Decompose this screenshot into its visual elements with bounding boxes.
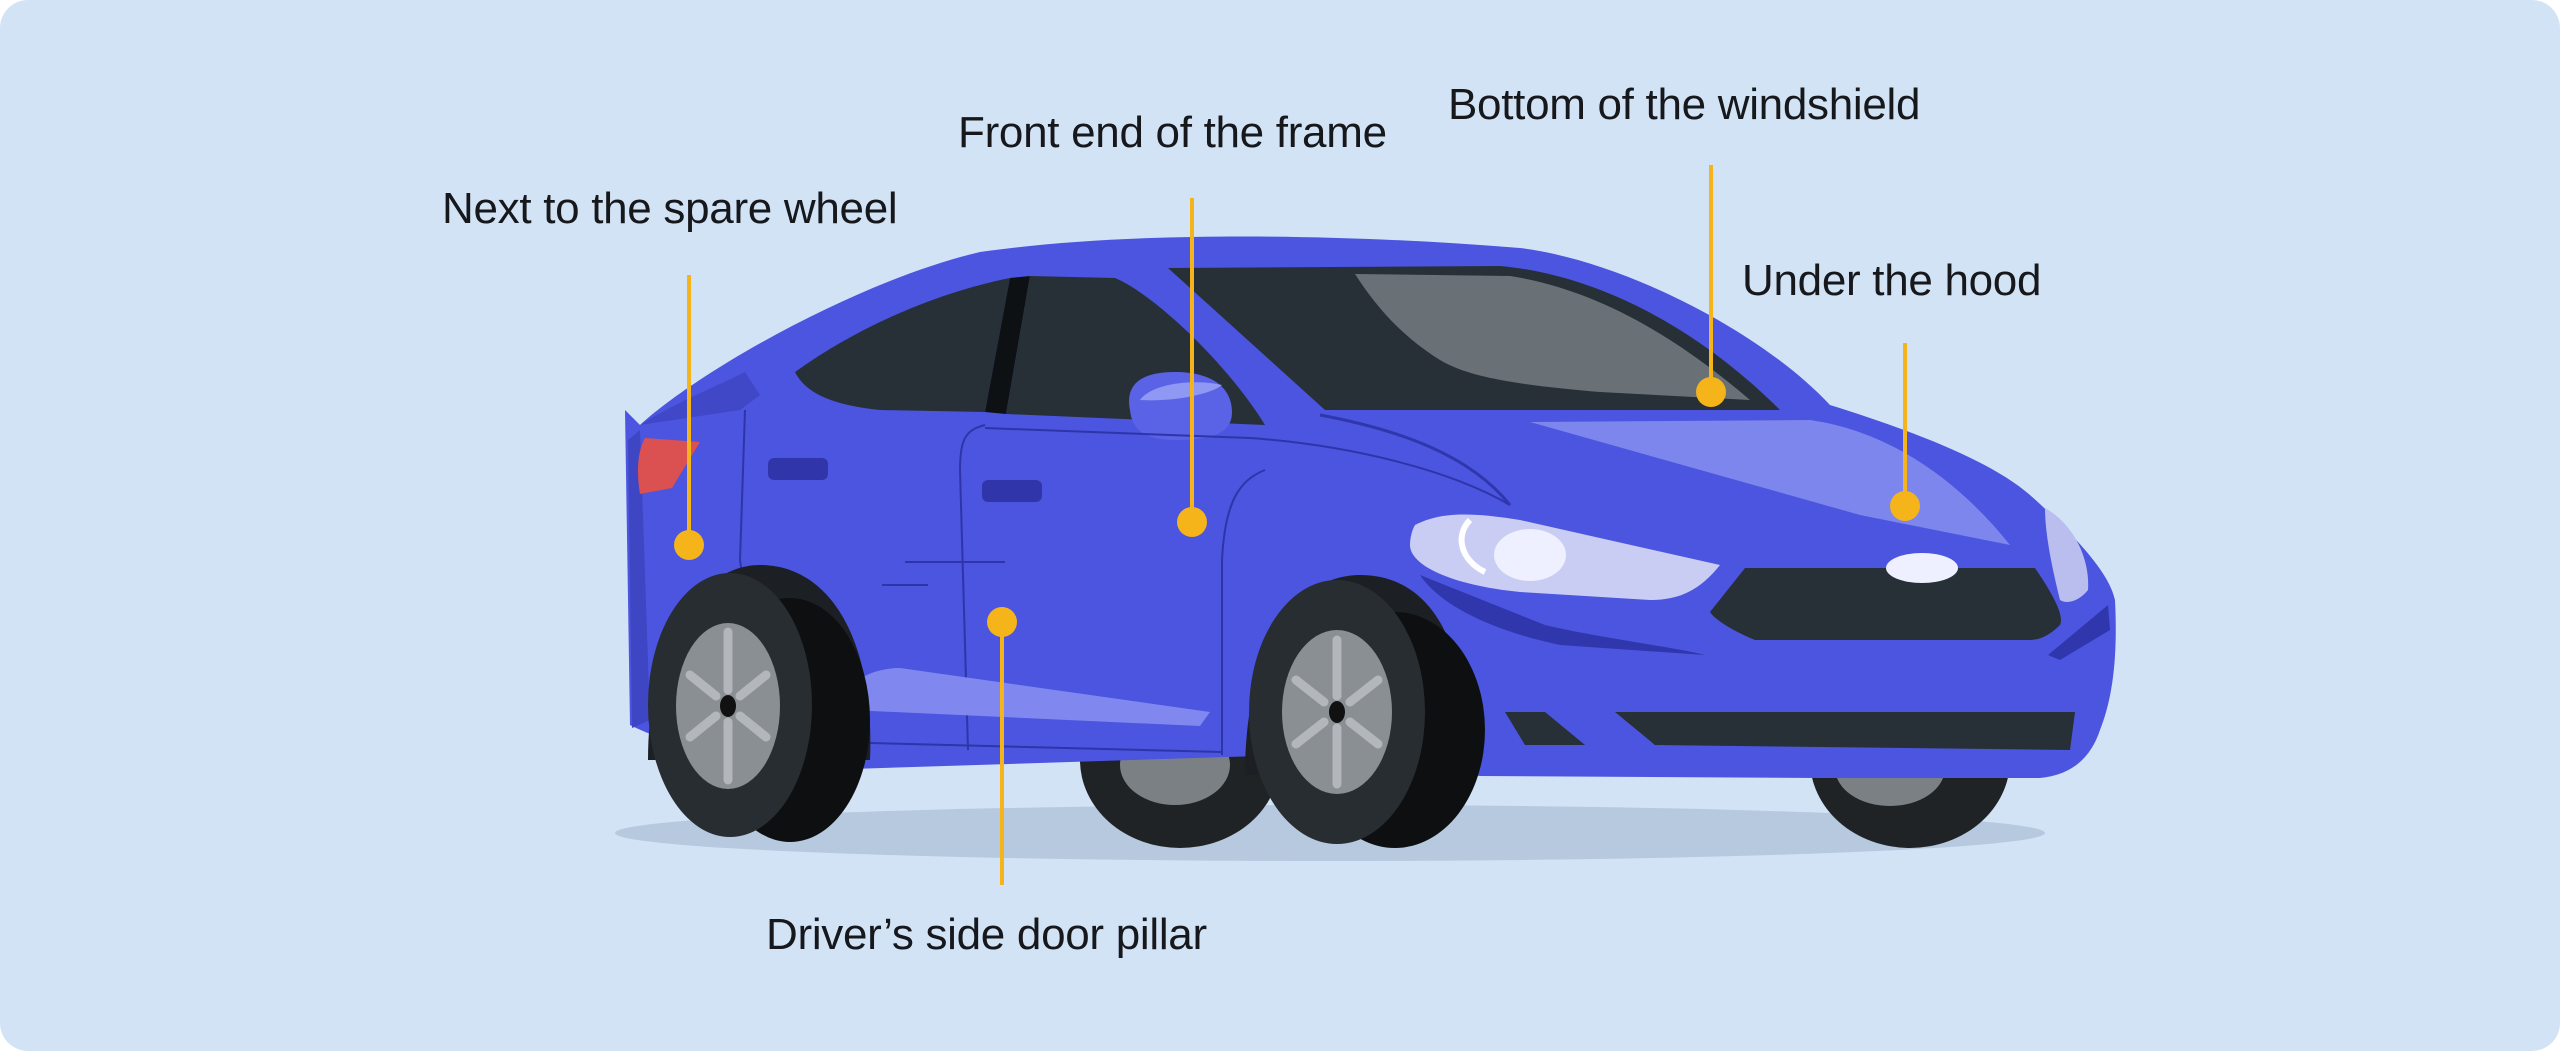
- hood-highlight: [1530, 420, 2010, 545]
- grille-badge: [1886, 553, 1958, 583]
- door-seam-front: [1221, 469, 1266, 755]
- marker-dot-icon: [1177, 507, 1207, 537]
- front-grille: [1710, 568, 2061, 640]
- headlight-lens: [1494, 529, 1566, 581]
- rear-side-window: [795, 278, 1010, 412]
- label-spare-wheel: Next to the spare wheel: [442, 184, 898, 233]
- rear-door-handle: [768, 458, 828, 480]
- side-reflection: [850, 668, 1210, 726]
- window-pillar: [985, 276, 1030, 414]
- leader-lines: [687, 165, 1907, 885]
- marker-dot-icon: [1890, 491, 1920, 521]
- rear-bumper: [628, 430, 650, 728]
- corner-light: [2045, 508, 2089, 602]
- corner-vent: [2048, 605, 2110, 660]
- hood-crease: [1319, 413, 1512, 506]
- front-near-wheel: [1249, 580, 1485, 848]
- marker-dot-icon: [987, 607, 1017, 637]
- fog-vent: [1505, 712, 1585, 745]
- sill-line: [829, 741, 1223, 753]
- lower-vent: [1420, 575, 1705, 655]
- label-door-pillar: Driver’s side door pillar: [766, 910, 1207, 959]
- side-mirror: [1129, 372, 1232, 440]
- rear-pillar-shade: [640, 372, 760, 425]
- beltline: [984, 427, 1511, 506]
- door-seam-middle: [958, 424, 986, 751]
- lower-intake: [1615, 712, 2075, 750]
- headlight-ring: [1458, 517, 1487, 575]
- tail-light: [637, 438, 700, 494]
- front-door-handle: [982, 480, 1042, 502]
- label-frame-front: Front end of the frame: [958, 108, 1387, 157]
- marker-dot-icon: [1696, 377, 1726, 407]
- rear-near-wheel: [648, 573, 870, 842]
- label-windshield-bottom: Bottom of the windshield: [1448, 80, 1921, 129]
- label-under-hood: Under the hood: [1742, 256, 2042, 305]
- windshield-reflection: [1355, 274, 1750, 400]
- marker-dot-icon: [674, 530, 704, 560]
